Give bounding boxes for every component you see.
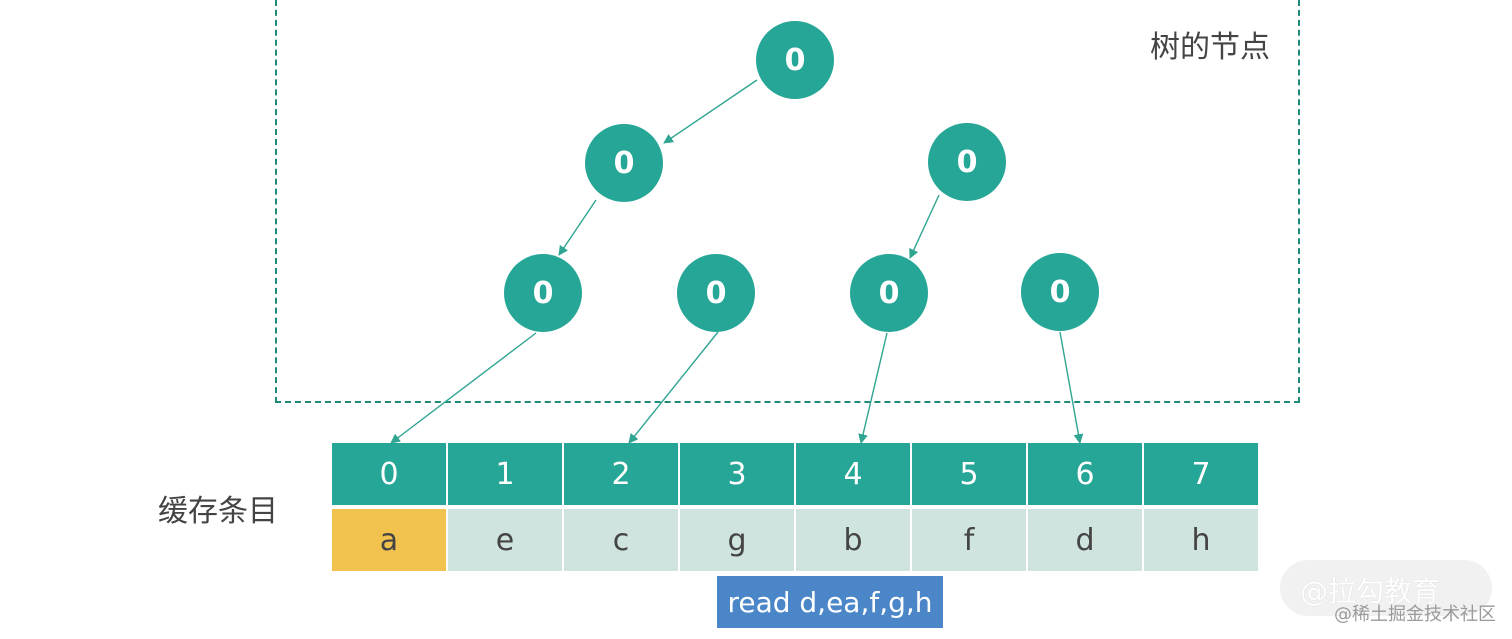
cache-index-cell: 4 xyxy=(796,443,910,505)
tree-node-l1-1: 0 xyxy=(928,123,1006,201)
tree-root-node: 0 xyxy=(756,21,834,99)
cache-label: 缓存条目 xyxy=(158,494,278,529)
cache-value-cell: h xyxy=(1144,509,1258,571)
tree-node-l2-3: 0 xyxy=(1021,253,1099,331)
watermark-background xyxy=(1280,560,1492,616)
watermark-lagou: @拉勾教育 xyxy=(1300,575,1441,608)
cache-value-cell: f xyxy=(912,509,1026,571)
watermark-juejin: @稀土掘金技术社区 xyxy=(1334,604,1496,625)
tree-title: 树的节点 xyxy=(1150,30,1270,65)
cache-value-cell: g xyxy=(680,509,794,571)
cache-index-cell: 0 xyxy=(332,443,446,505)
tree-node-l1-0: 0 xyxy=(585,124,663,202)
cache-value-cell: c xyxy=(564,509,678,571)
cache-index-cell: 1 xyxy=(448,443,562,505)
cache-index-row: 0 1 2 3 4 5 6 7 xyxy=(332,443,1260,505)
cache-index-cell: 6 xyxy=(1028,443,1142,505)
cache-index-cell: 3 xyxy=(680,443,794,505)
cache-value-row: a e c g b f d h xyxy=(332,505,1260,571)
tree-node-l2-2: 0 xyxy=(850,254,928,332)
cache-table: 0 1 2 3 4 5 6 7 a e c g b f d h xyxy=(332,443,1260,572)
tree-node-l2-1: 0 xyxy=(677,254,755,332)
tree-node-l2-0: 0 xyxy=(504,254,582,332)
cache-index-cell: 7 xyxy=(1144,443,1258,505)
tree-node-region xyxy=(275,0,1300,403)
cache-value-cell: d xyxy=(1028,509,1142,571)
cache-value-cell: b xyxy=(796,509,910,571)
cache-index-cell: 2 xyxy=(564,443,678,505)
cache-index-cell: 5 xyxy=(912,443,1026,505)
cache-value-cell: e xyxy=(448,509,562,571)
cache-value-cell-highlighted: a xyxy=(332,509,446,571)
read-sequence-label: read d,ea,f,g,h xyxy=(717,576,943,628)
